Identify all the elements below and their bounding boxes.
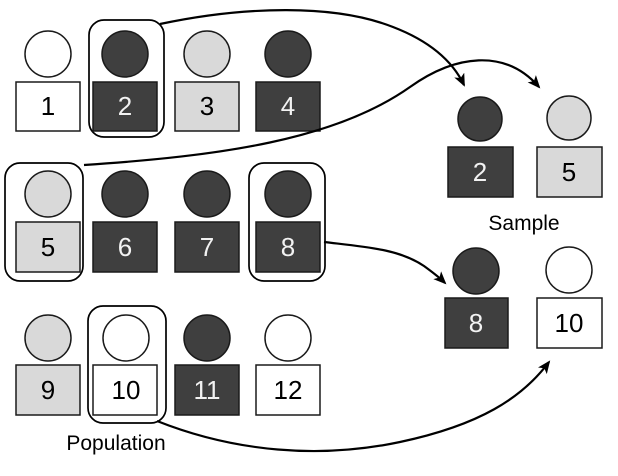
person-body [255,221,321,273]
population-label: Population [66,432,165,455]
person-body [92,221,158,273]
person-head-icon [24,30,72,78]
person-head-icon [183,314,231,362]
person-body [15,81,81,132]
population-figure-9: 9 [15,314,81,416]
figure-number: 11 [194,375,221,405]
population-figure-3: 3 [174,30,240,132]
figure-number: 10 [555,308,584,338]
person-body [15,221,81,273]
population-figure-1: 1 [15,30,81,132]
figure-number: 10 [112,375,141,405]
figure-number: 5 [562,157,576,187]
arrow-figure-8-to-sample [323,240,447,285]
person-head-icon [264,30,312,78]
figure-number: 4 [281,91,295,121]
figure-number: 6 [118,232,132,262]
population-figure-6: 6 [92,170,158,273]
person-body [536,297,603,349]
person-head-icon [452,247,500,295]
person-head-icon [101,170,149,218]
figure-number: 7 [200,232,214,262]
person-head-icon [183,170,231,218]
person-head-icon [546,95,592,141]
population-figure-12: 12 [255,314,321,416]
person-body [174,364,240,416]
person-body [174,221,240,273]
figure-number: 12 [274,375,303,405]
person-body [15,364,81,416]
figure-number: 2 [118,91,132,121]
person-body [255,81,321,132]
arrow-figure-2-to-sample [159,9,465,87]
person-head-icon [102,314,150,362]
person-body [444,297,509,349]
population-figure-2: 2 [92,30,158,132]
population-figure-11: 11 [174,314,240,416]
figure-number: 8 [281,232,295,262]
sample-figure-10: 10 [536,246,603,349]
sample-figure-8: 8 [444,247,509,349]
person-body [255,364,321,416]
selection-outline-figure-8 [248,162,326,282]
sample-figure-5: 5 [536,95,603,198]
figure-number: 8 [469,308,483,338]
person-head-icon [101,30,149,78]
selection-outline-figure-10 [87,305,167,424]
person-head-icon [545,246,593,294]
population-figure-8: 8 [255,170,321,273]
population-figure-7: 7 [174,170,240,273]
population-figure-5: 5 [15,170,81,273]
person-head-icon [24,314,72,362]
sample-label: Sample [488,212,559,235]
sample-figure-2: 2 [447,96,514,198]
person-body [174,81,240,132]
figure-number: 1 [41,91,55,121]
person-body [536,146,603,198]
figure-number: 3 [200,91,214,121]
figure-number: 2 [473,157,487,187]
person-head-icon [457,96,503,142]
person-body [447,146,514,198]
arrow-figure-10-to-sample [156,360,551,453]
figure-number: 9 [41,375,55,405]
population-figure-10: 10 [92,314,158,416]
person-body [92,364,158,416]
person-head-icon [264,314,312,362]
population-figure-4: 4 [255,30,321,132]
person-head-icon [24,170,72,218]
person-head-icon [183,30,231,78]
person-head-icon [264,170,312,218]
figure-number: 5 [41,232,55,262]
selection-outline-figure-5 [4,162,84,282]
arrow-figure-5-to-sample [83,59,541,167]
selection-outline-figure-2 [88,19,165,138]
person-body [92,81,158,132]
